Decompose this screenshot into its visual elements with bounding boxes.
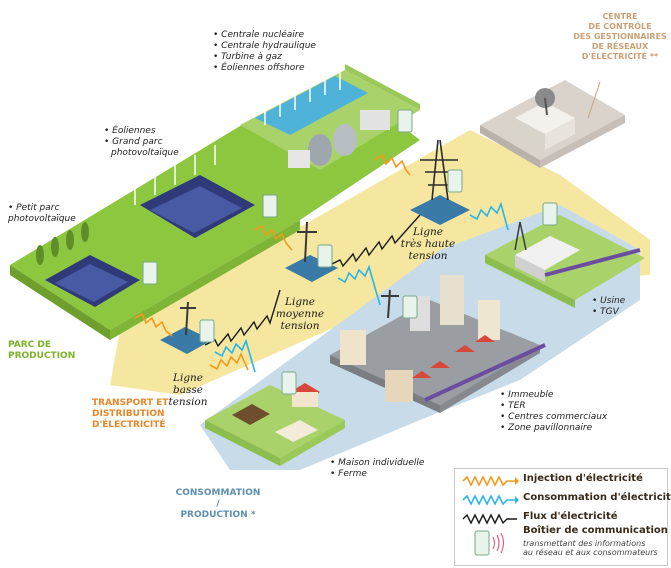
solar-park-large [140,175,255,238]
section-consumption-line-3: Production * [180,510,256,520]
house-roofs [412,335,495,378]
legend-box-desc-line-1: transmettant des informations [523,539,646,548]
house-list: • Maison individuelle • Ferme [330,458,424,480]
transport-band [110,130,650,395]
pylon-city-icon [381,289,399,319]
legend-symbols [462,475,519,556]
industry-item-factory: • Usine [592,296,626,306]
line-high-line-1: Ligne [412,226,444,238]
line-high-label: Ligne très haute tension [398,226,458,262]
line-high-line-3: tension [408,250,448,262]
legend-flow-label: Flux d'électricité [523,511,618,522]
substation-high-pad [410,195,470,225]
substation-low-pad [160,327,212,354]
control-center-line-3: des gestionnaires [573,32,667,41]
section-transport-line-3: d'électricité [92,420,166,430]
production-wind-list: • Éoliennes • Grand parc photovoltaïque [104,126,179,159]
line-low-line-2: basse [173,384,203,396]
section-transport-line-2: distribution [92,409,165,419]
house-item-farm: • Ferme [330,469,367,479]
injection-zigzag-icon [462,475,515,487]
land-turbines [134,145,216,205]
industry-item-tgv: • TGV [592,307,619,317]
cooling-tower-right [333,124,357,156]
plant-item-gas: • Turbine à gaz [213,52,282,62]
control-center-line-5: d'électricité ** [581,52,659,61]
city-buildings [340,275,500,402]
section-transport-line-1: Transport et [92,398,169,408]
large-solar-item-cont: photovoltaïque [111,148,179,158]
trees [36,222,89,265]
city-item-building: • Immeuble [500,390,554,400]
control-center-line-1: Centre [602,12,638,21]
power-flows [134,153,509,373]
tgv-track [544,248,641,277]
small-solar-item-cont: photovoltaïque [8,214,76,224]
house-item-home: • Maison individuelle [330,458,425,468]
small-solar-item: • Petit parc [8,203,60,213]
communication-box-icon [474,530,490,556]
legend-consumption-label: Consommation d'électricité [523,492,671,503]
line-medium-label: Ligne moyenne tension [270,296,330,332]
consumption-zigzag-icon [462,494,515,506]
barn [232,404,270,425]
section-consumption-line-1: Consommation [175,488,261,498]
city-item-ter: • TER [500,401,526,411]
section-production-line-2: production [8,351,76,361]
large-solar-item: • Grand parc [104,137,163,147]
plant-item-nuclear: • Centrale nucléaire [213,30,304,40]
line-medium-line-2: moyenne [275,308,325,320]
section-consumption: Consommation / Production * [168,488,268,521]
line-low-line-1: Ligne [172,372,204,384]
legend-injection-label: Injection d'électricité [523,473,643,484]
signal-waves-icon [492,532,504,554]
pylon-medium-icon [297,221,317,263]
water-area [255,76,368,135]
production-plants-list: • Centrale nucléaire • Centrale hydrauli… [213,30,316,74]
plants-platform [240,70,420,170]
city-list: • Immeuble • TER • Centres commerciaux •… [500,390,607,434]
wind-item: • Éoliennes [104,126,156,136]
section-consumption-line-2: / [216,499,220,509]
offshore-turbines [264,70,341,125]
pylon-industry-icon [514,221,527,251]
city-item-malls: • Centres commerciaux [500,412,608,422]
communication-box-icons [142,109,558,395]
section-transport: Transport et distribution d'électricité [92,398,168,431]
section-production: Parc de production [8,340,75,362]
control-center-line-4: de réseaux [591,42,649,51]
control-center-line-2: de contrôle [588,22,652,31]
pylon-low-icon [180,301,196,336]
industry-list: • Usine • TGV [592,296,625,318]
legend-box-label: Boîtier de communication [523,525,668,536]
section-production-line-1: Parc de [8,340,52,350]
legend: Injection d'électricité Consommation d'é… [454,468,671,566]
line-medium-line-3: tension [280,320,320,332]
ter-track [424,343,546,402]
legend-box-desc-line-2: au réseau et aux consommateurs [523,548,658,557]
line-medium-line-1: Ligne [284,296,316,308]
production-small-list: • Petit parc photovoltaïque [8,203,76,225]
cooling-tower-left [308,134,332,166]
flow-zigzag-icon [462,513,517,525]
plant-item-hydro: • Centrale hydraulique [213,41,316,51]
factory-building [515,236,580,270]
control-center-label: Centre de contrôle des gestionnaires de … [570,12,670,62]
line-low-label: Ligne basse tension [158,372,218,408]
line-low-line-3: tension [168,396,208,408]
line-high-line-2: très haute [400,238,456,250]
substation-medium-pad [285,255,338,282]
city-item-residential: • Zone pavillonnaire [500,423,593,433]
plant-item-offshore: • Éoliennes offshore [213,63,305,73]
solar-park-small [45,255,140,307]
legend-box-description: transmettant des informations au réseau … [523,539,658,557]
farm-platform [205,385,345,458]
